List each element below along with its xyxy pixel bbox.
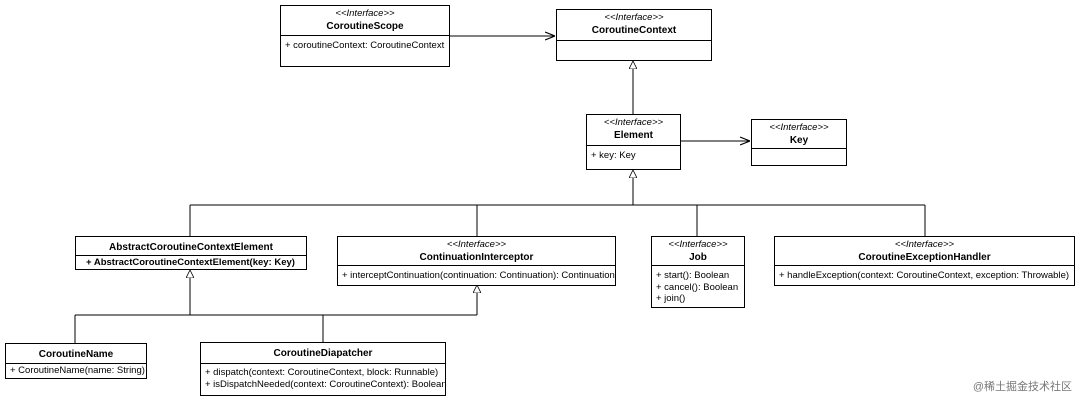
class-name: Element [614, 130, 653, 141]
compartment-divider [338, 265, 615, 266]
compartment-divider [201, 363, 445, 364]
member-line: + isDispatchNeeded(context: CoroutineCon… [205, 378, 447, 390]
class-coroutine-scope[interactable]: <<Interface>> CoroutineScope + coroutine… [280, 5, 450, 67]
stereotype-label: <<Interface>> [335, 8, 395, 19]
stereotype-label: <<Interface>> [604, 12, 664, 23]
member-line: + cancel(): Boolean [656, 281, 739, 293]
member-line: + key: Key [591, 150, 636, 161]
class-coroutine-name[interactable]: CoroutineName + CoroutineName(name: Stri… [5, 343, 147, 379]
class-name: ContinuationInterceptor [419, 252, 534, 263]
class-name: CoroutineScope [326, 21, 404, 32]
class-coroutine-context[interactable]: <<Interface>> CoroutineContext [556, 9, 712, 61]
class-coroutine-diapatcher[interactable]: CoroutineDiapatcher + dispatch(context: … [200, 342, 447, 396]
stereotype-label: <<Interface>> [894, 239, 955, 250]
class-job[interactable]: <<Interface>> Job + start(): Boolean + c… [651, 236, 745, 308]
member-line: + join() [656, 293, 686, 304]
member-line: + CoroutineName(name: String) [10, 365, 145, 376]
compartment-divider [76, 255, 306, 256]
member-line: + interceptContinuation(continuation: Co… [342, 270, 615, 281]
member-line: + coroutineContext: CoroutineContext [285, 40, 445, 51]
member-line: + AbstractCoroutineContextElement(key: K… [86, 257, 295, 268]
class-name: CoroutineContext [591, 25, 677, 36]
compartment-divider [652, 265, 744, 266]
class-abstract-coroutine-context-element[interactable]: AbstractCoroutineContextElement + Abstra… [75, 236, 307, 270]
compartment-divider [6, 363, 146, 364]
class-continuation-interceptor[interactable]: <<Interface>> ContinuationInterceptor + … [337, 236, 616, 286]
class-element[interactable]: <<Interface>> Element + key: Key [586, 114, 681, 170]
compartment-divider [557, 40, 711, 41]
stereotype-label: <<Interface>> [446, 239, 507, 250]
compartment-divider [281, 35, 449, 36]
class-name: AbstractCoroutineContextElement [109, 242, 273, 253]
class-name: Key [789, 135, 809, 146]
stereotype-label: <<Interface>> [769, 122, 829, 133]
watermark: @稀土掘金技术社区 [972, 381, 1072, 393]
class-name: CoroutineExceptionHandler [858, 252, 991, 263]
compartment-divider [775, 265, 1074, 266]
compartment-divider [752, 148, 846, 149]
class-name: CoroutineDiapatcher [273, 348, 373, 359]
member-line: + dispatch(context: CoroutineContext, bl… [205, 367, 439, 378]
class-key[interactable]: <<Interface>> Key [751, 119, 847, 166]
stereotype-label: <<Interface>> [603, 117, 664, 128]
compartment-divider [587, 145, 680, 146]
class-coroutine-exception-handler[interactable]: <<Interface>> CoroutineExceptionHandler … [774, 236, 1075, 286]
member-line: + handleException(context: CoroutineCont… [779, 270, 1070, 281]
stereotype-label: <<Interface>> [668, 239, 728, 250]
class-name: Job [689, 252, 707, 263]
class-name: CoroutineName [38, 349, 114, 360]
member-line: + start(): Boolean [656, 270, 730, 281]
